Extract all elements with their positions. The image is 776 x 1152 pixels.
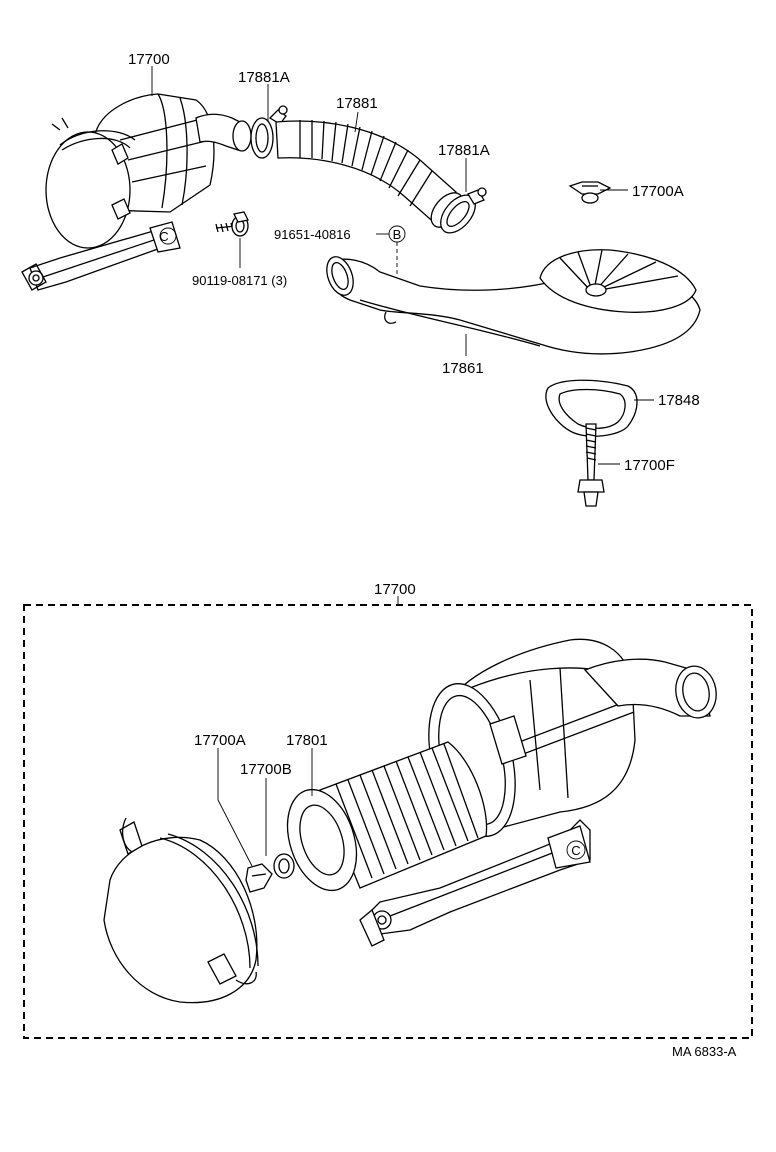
label-washer: 17700B: [240, 761, 292, 778]
label-ref-b-part: 91651-40816: [274, 227, 351, 242]
hose-clamp-right: [440, 187, 487, 234]
label-wing-nut-bottom: 17700A: [194, 732, 246, 749]
ref-b-marker: B: [393, 227, 402, 242]
bolt-90119: [215, 211, 249, 237]
stud-bolt: [577, 423, 605, 507]
label-assembly-top: 17700: [128, 51, 170, 68]
assembly-boundary: [23, 604, 753, 1039]
ref-c-marker-top: C: [159, 229, 168, 244]
wing-nut-top: [568, 181, 612, 204]
washer: [273, 853, 295, 879]
label-clamp-left: 17881A: [238, 69, 290, 86]
bottom-leader-lines: [217, 748, 313, 867]
intake-hose: [275, 120, 464, 228]
gasket: [545, 379, 638, 437]
air-cleaner-housing-top: C: [21, 93, 252, 291]
label-assembly-bottom: 17700: [374, 581, 416, 598]
label-gasket: 17848: [658, 392, 700, 409]
label-clamp-right: 17881A: [438, 142, 490, 159]
top-leader-lines: [151, 66, 654, 465]
wing-nut-bottom: [245, 863, 273, 893]
label-stud: 17700F: [624, 457, 675, 474]
filter-element: [286, 741, 488, 892]
label-inlet-duct: 17861: [442, 360, 484, 377]
label-wing-nut-top: 17700A: [632, 183, 684, 200]
footer-code: MA 6833-A: [672, 1044, 737, 1059]
label-hose: 17881: [336, 95, 378, 112]
ref-c-marker-bottom: C: [571, 843, 580, 858]
inlet-duct: [326, 249, 701, 355]
label-bolt: 90119-08171 (3): [192, 273, 287, 288]
label-element: 17801: [286, 732, 328, 749]
housing-lid: [103, 817, 259, 1004]
